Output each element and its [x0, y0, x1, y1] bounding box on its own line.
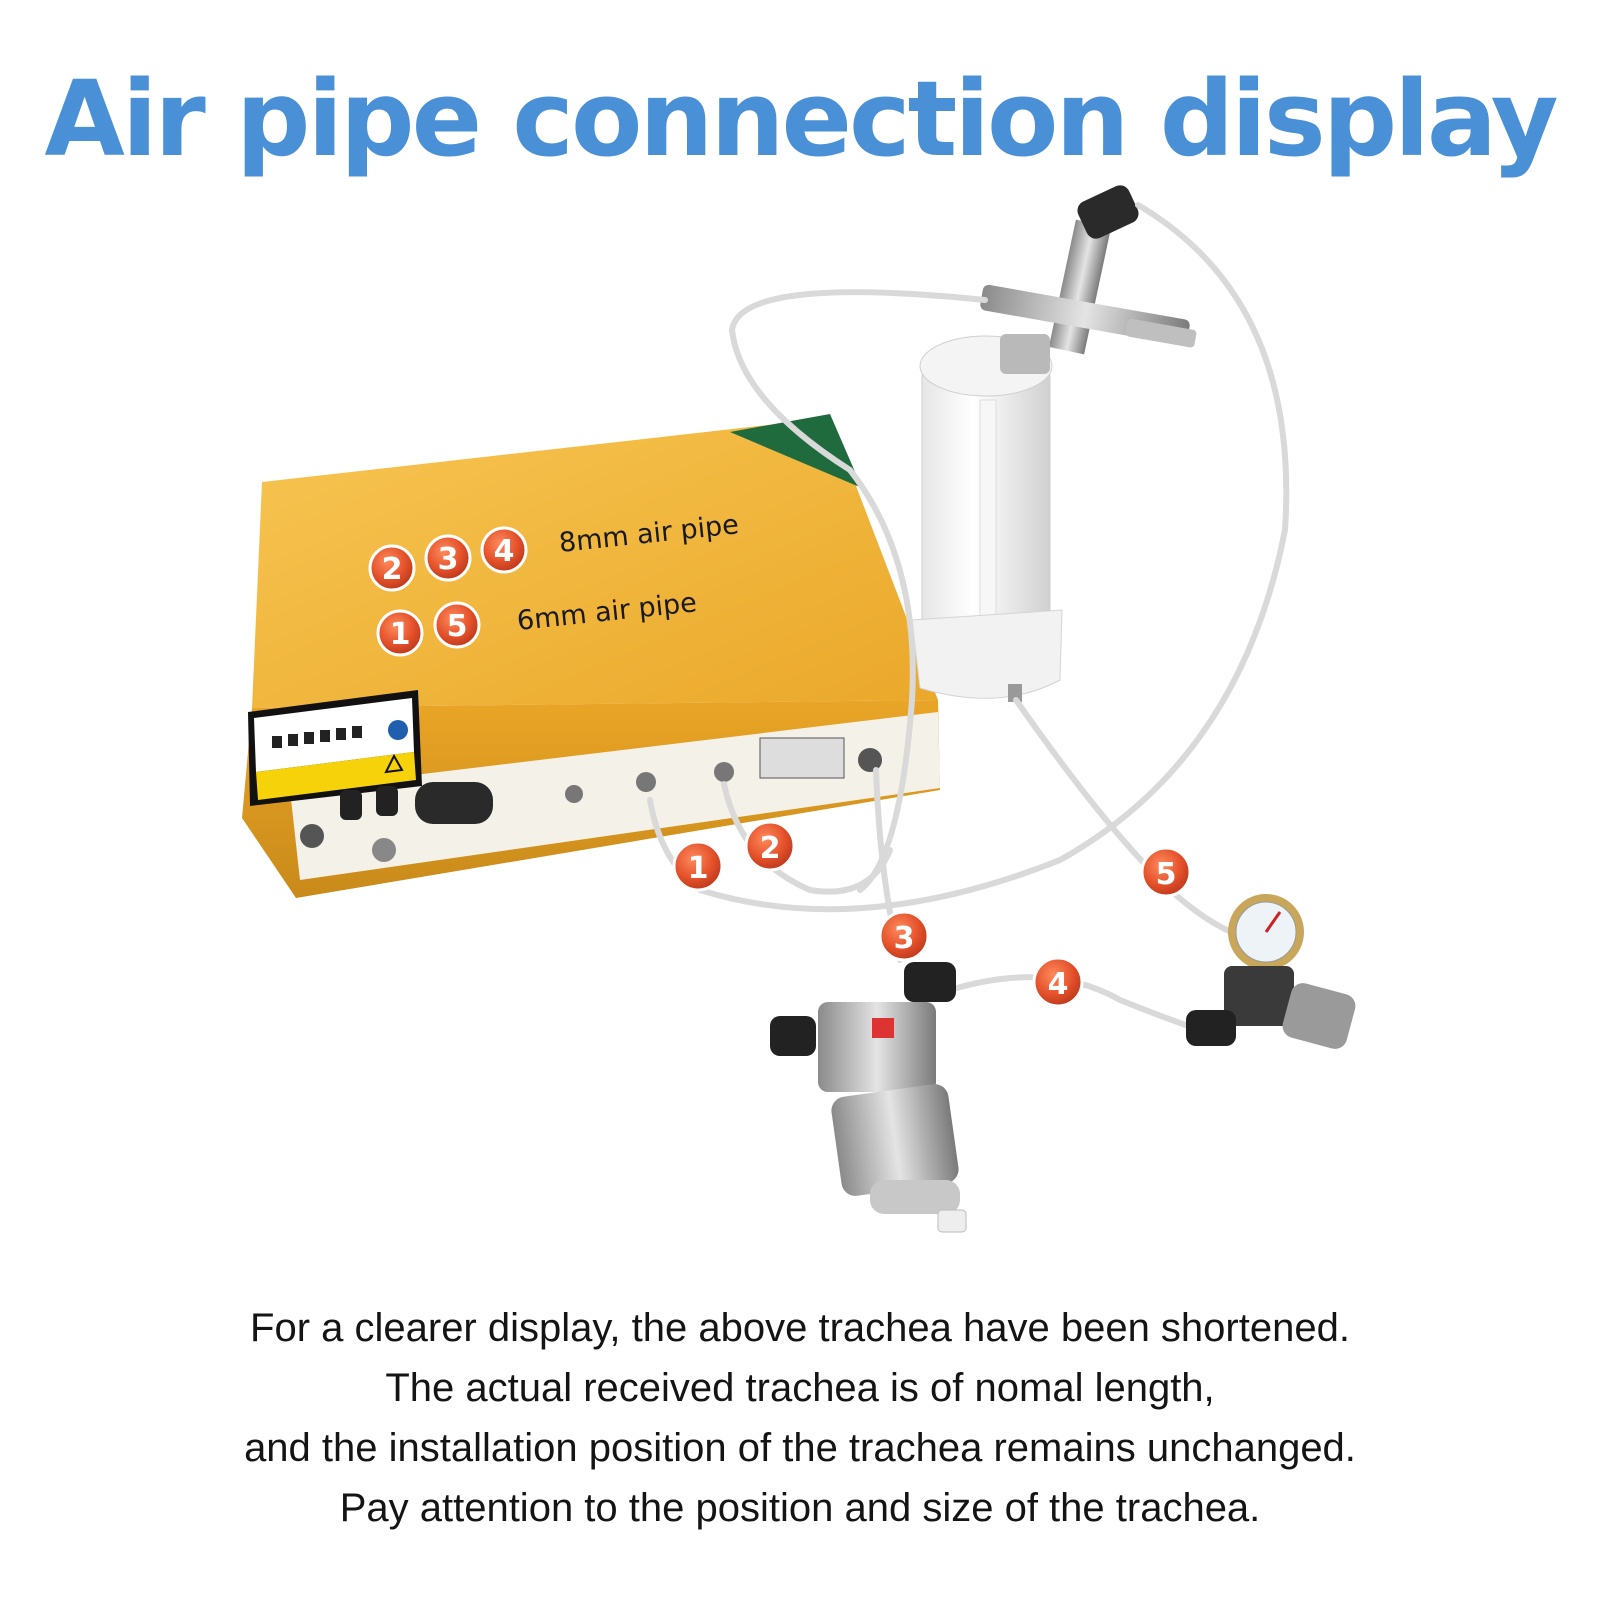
pipe-5 [1013, 697, 1243, 939]
svg-text:2: 2 [382, 552, 403, 587]
air-filter [770, 962, 967, 1233]
pipe-2 [721, 781, 893, 895]
legend-badge-3: 3 [424, 534, 472, 582]
callout-3: 3 [878, 910, 930, 962]
pipe-4 [947, 974, 1203, 1033]
pressure-regulator [1186, 894, 1356, 1049]
control-box [242, 414, 940, 898]
warning-sticker [248, 690, 422, 806]
svg-text:5: 5 [1156, 857, 1177, 892]
caption-line-4: Pay attention to the position and size o… [339, 1486, 1261, 1530]
svg-text:4: 4 [1048, 967, 1069, 1002]
page-title: Air pipe connection display [44, 58, 1558, 180]
svg-text:2: 2 [760, 831, 781, 866]
legend-badge-4: 4 [480, 526, 528, 574]
spray-gun [911, 185, 1197, 702]
svg-text:1: 1 [688, 851, 709, 886]
svg-text:4: 4 [494, 534, 515, 569]
caption-line-2: The actual received trachea is of nomal … [385, 1366, 1215, 1410]
callout-4: 4 [1032, 956, 1084, 1008]
legend-badge-1: 1 [376, 609, 424, 657]
callout-2: 2 [744, 820, 796, 872]
pipe-callouts: 1 2 3 4 5 [672, 820, 1192, 1008]
svg-text:5: 5 [447, 609, 468, 644]
legend-badge-5: 5 [433, 601, 481, 649]
legend-badge-2: 2 [368, 544, 416, 592]
pipe-gun-loop [728, 289, 988, 893]
caption-line-3: and the installation position of the tra… [244, 1426, 1356, 1470]
panel-details [300, 737, 882, 862]
control-box-top [252, 418, 938, 708]
caption-line-1: For a clearer display, the above trachea… [250, 1306, 1350, 1350]
callout-5: 5 [1140, 846, 1192, 898]
callout-1: 1 [672, 840, 724, 892]
svg-text:3: 3 [894, 921, 915, 956]
corner-label [730, 414, 862, 488]
svg-text:1: 1 [390, 617, 411, 652]
caption: For a clearer display, the above trachea… [0, 1298, 1600, 1538]
svg-text:3: 3 [438, 542, 459, 577]
